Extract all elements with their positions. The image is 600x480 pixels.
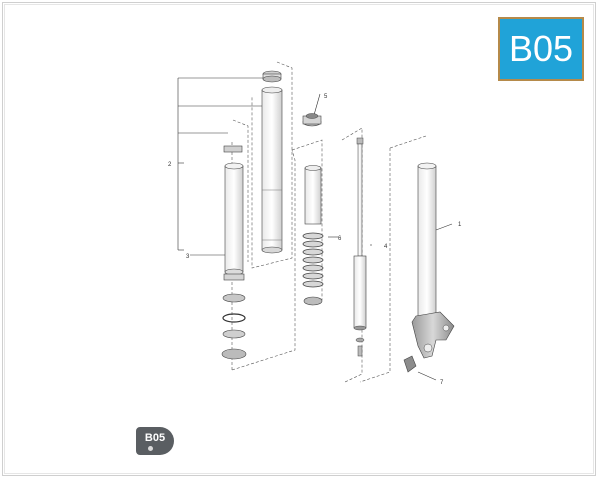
inner-tube-assembly — [221, 145, 247, 360]
callout-6: 6 — [338, 236, 342, 242]
section-badge: B05 — [498, 17, 584, 81]
top-cap-part-5 — [302, 113, 322, 127]
page-tag-dot — [148, 446, 153, 451]
dashed-assembly-lines — [231, 61, 427, 383]
spring-washer — [303, 296, 323, 306]
page-frame — [2, 2, 596, 476]
page-inner-frame — [4, 4, 594, 474]
page-tag: B05 — [136, 427, 174, 455]
fork-spring-part-6 — [302, 232, 324, 288]
callout-numbers: 1 2 3 4 5 6 7 — [168, 94, 462, 386]
fork-leg-part-1 — [411, 162, 455, 359]
page-tag-label: B05 — [144, 432, 166, 444]
callout-5: 5 — [324, 94, 328, 100]
damper-cartridge-part-4 — [353, 137, 367, 357]
outer-fork-tube — [261, 86, 283, 254]
bleed-screw-part-7 — [403, 355, 417, 373]
upper-seal-cap — [262, 70, 282, 83]
leader-lines — [177, 77, 453, 381]
callout-2: 2 — [168, 162, 172, 168]
callout-4: 4 — [384, 244, 388, 250]
callout-1: 1 — [458, 222, 462, 228]
callout-7: 7 — [440, 380, 444, 386]
callout-3: 3 — [186, 254, 190, 260]
spacer-tube — [304, 165, 322, 225]
